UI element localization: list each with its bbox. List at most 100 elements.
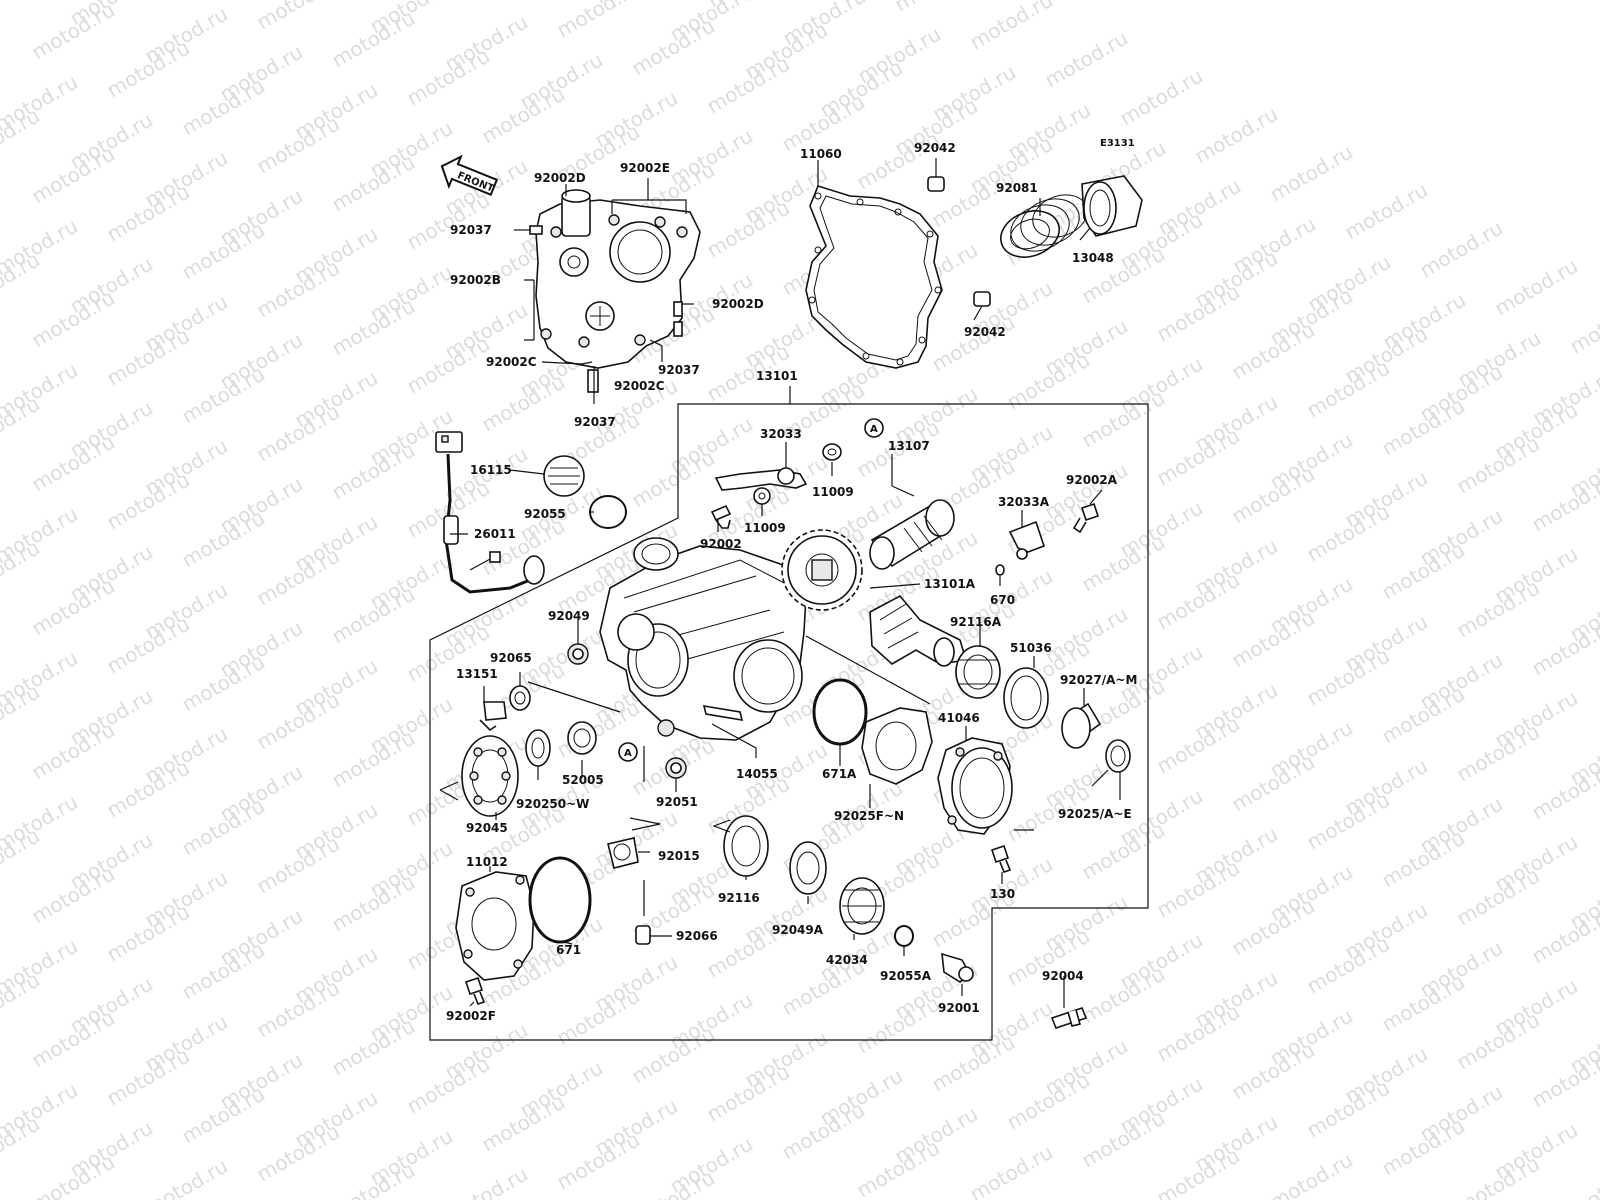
label-13101: 13101: [756, 369, 798, 383]
watermark-text: motod.ru: [1041, 26, 1132, 93]
spring-92081: [1000, 194, 1088, 258]
bolt-92002: [710, 504, 732, 529]
gasket-92025F: [861, 707, 933, 785]
leader-lines: [439, 158, 1121, 1008]
label-13151: 13151: [456, 667, 498, 681]
dowel-92066: [635, 925, 651, 945]
watermark-text: motod.ru: [1528, 1046, 1600, 1113]
watermark-text: motod.ru: [966, 1140, 1057, 1200]
bolt-92001: [941, 952, 974, 983]
watermark-text: motod.ru: [1491, 254, 1582, 321]
label-92042: 92042: [914, 141, 956, 155]
label-92037: 92037: [574, 415, 616, 429]
label-130: 130: [990, 887, 1015, 901]
label-92001: 92001: [938, 1001, 980, 1015]
seal-52005: [567, 721, 597, 755]
plug-92015: [607, 837, 639, 869]
ring-92025: [1105, 739, 1131, 773]
label-92027: 92027/A~M: [1060, 673, 1137, 687]
label-32033A: 32033A: [998, 495, 1050, 509]
label-92049A: 92049A: [772, 923, 824, 937]
bracket-32033: [714, 467, 808, 491]
label-11012: 11012: [466, 855, 508, 869]
shim-92027: [1061, 702, 1102, 749]
svg-text:A: A: [870, 424, 878, 435]
watermark-text: motod.ru: [1528, 758, 1600, 825]
label-92002A: 92002A: [1066, 473, 1118, 487]
bearing-92116: [723, 815, 769, 877]
label-92042: 92042: [964, 325, 1006, 339]
watermark-text: motod.ru: [1116, 64, 1207, 131]
watermark-text: motod.ru: [1266, 1148, 1357, 1200]
label-14055: 14055: [736, 767, 778, 781]
watermark-text: motod.ru: [1341, 178, 1432, 245]
gear-13101A: [781, 529, 863, 611]
label-92051: 92051: [656, 795, 698, 809]
label-92002D: 92002D: [712, 297, 764, 311]
diagram-code: E3131: [1100, 138, 1135, 149]
watermark-text: motod.ru: [1266, 140, 1357, 207]
label-92037: 92037: [658, 363, 700, 377]
label-92015: 92015: [658, 849, 700, 863]
label-92025F: 92025F~N: [834, 809, 904, 823]
watermark-text: motod.ru: [1566, 292, 1600, 359]
o-ring-92055: [589, 495, 627, 529]
label-92045: 92045: [466, 821, 508, 835]
ring-670: [995, 564, 1005, 576]
cap-16115: [543, 455, 585, 497]
label-92116A: 92116A: [950, 615, 1002, 629]
watermark-text: motod.ru: [1566, 1156, 1600, 1200]
switch-13151: [479, 701, 507, 732]
label-42034: 42034: [826, 953, 868, 967]
wire-harness-26011: [435, 431, 545, 594]
gear-case-14055: [599, 537, 807, 741]
label-92025: 92025/A~E: [1058, 807, 1132, 821]
watermark-text: motod.ru: [1528, 614, 1600, 681]
washer-11009: [753, 443, 842, 505]
label-670: 670: [990, 593, 1015, 607]
label-671A: 671A: [822, 767, 857, 781]
watermark-text: motod.ru: [441, 1162, 532, 1200]
label-92002C: 92002C: [486, 355, 537, 369]
label-92065: 92065: [490, 651, 532, 665]
label-92037: 92037: [450, 223, 492, 237]
cover-11012: [455, 871, 535, 981]
o-ring-671: [528, 856, 592, 944]
label-13048: 13048: [1072, 251, 1114, 265]
seal-92049A: [789, 841, 827, 895]
watermark-text: motod.ru: [253, 0, 344, 34]
label-92002F: 92002F: [446, 1009, 496, 1023]
watermark-text: motod.ru: [478, 0, 569, 4]
label-52005: 52005: [562, 773, 604, 787]
label-92002: 92002: [700, 537, 742, 551]
label-13101A: 13101A: [924, 577, 976, 591]
label-51036: 51036: [1010, 641, 1052, 655]
label-92066: 92066: [676, 929, 718, 943]
bolt-92002F: [464, 976, 486, 1005]
label-92055: 92055: [524, 507, 566, 521]
label-92004: 92004: [1042, 969, 1084, 983]
housing-41046: [937, 737, 1013, 835]
gear-42034: [839, 877, 885, 935]
o-ring-671A: [812, 678, 868, 746]
label-26011: 26011: [474, 527, 516, 541]
seal-92049: [567, 643, 589, 665]
seal-51036: [1003, 667, 1049, 729]
label-92116: 92116: [718, 891, 760, 905]
watermark-text: motod.ru: [966, 0, 1057, 54]
washer-92051: [665, 757, 687, 779]
bracket-32033A: [1008, 520, 1046, 560]
bevel-pinion: [869, 594, 968, 667]
label-11009: 11009: [744, 521, 786, 535]
seal-92050: [525, 729, 551, 767]
label-13107: 13107: [888, 439, 930, 453]
label-16115: 16115: [470, 463, 512, 477]
watermark-text: motod.ru: [0, 0, 44, 26]
label-41046: 41046: [938, 711, 980, 725]
bearing-92116A: [955, 645, 1001, 699]
label-671: 671: [556, 943, 581, 957]
label-92002B: 92002B: [450, 273, 501, 287]
watermark-text: motod.ru: [1528, 902, 1600, 969]
washer-92065: [509, 685, 531, 711]
